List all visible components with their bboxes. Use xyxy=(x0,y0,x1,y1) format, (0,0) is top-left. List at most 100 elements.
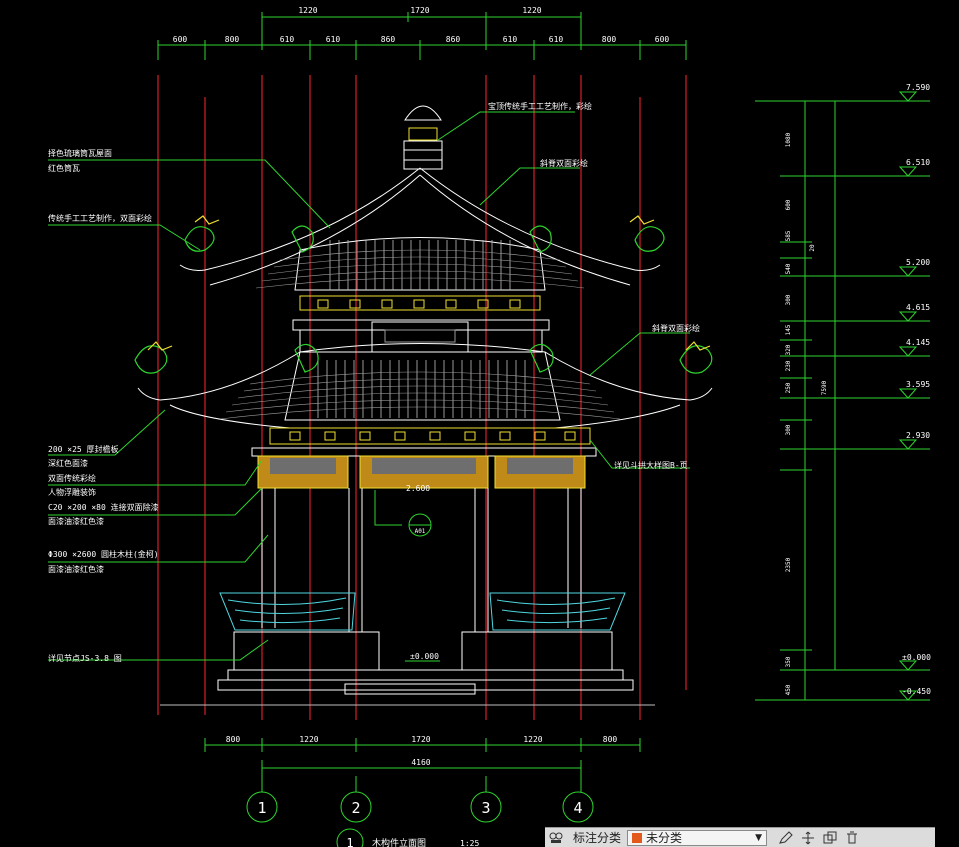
dim-top-2: 1720 xyxy=(410,6,429,15)
level-5200: 5.200 xyxy=(906,258,930,267)
dim-top2-4: 610 xyxy=(326,35,341,44)
upper-bracket-set xyxy=(299,295,541,311)
tile-course xyxy=(231,392,609,406)
level-6510: 6.510 xyxy=(906,158,930,167)
dim-top2-9: 800 xyxy=(602,35,617,44)
dim-bot-total: 4160 xyxy=(411,758,430,767)
category-color-swatch xyxy=(632,832,643,843)
grid-axis-bubbles xyxy=(246,791,594,823)
tile-course xyxy=(249,371,591,385)
frieze-panels xyxy=(251,447,597,489)
level-neg450: -0.450 xyxy=(902,687,931,696)
rdim-3: 585 xyxy=(785,230,792,241)
level-000-center: ±0.000 xyxy=(410,652,439,661)
note-red-paint-1: 面漆油漆红色漆 xyxy=(48,516,104,526)
rdim-9: 250 xyxy=(785,382,792,393)
grid-axis-labels: 1 2 3 4 xyxy=(257,799,582,817)
dim-top2-8: 610 xyxy=(549,35,564,44)
title-number: 1 xyxy=(346,836,353,847)
level-7590: 7.590 xyxy=(906,83,930,92)
annotation-group-icon[interactable] xyxy=(545,829,567,847)
delete-icon[interactable] xyxy=(841,829,863,847)
dim-top2-7: 610 xyxy=(503,35,518,44)
right-annotation-text: 宝顶传统手工工艺制作，彩绘 斜脊双面彩绘 斜脊双面彩绘 详见斗拱大样图B-页 xyxy=(488,101,700,470)
rdim-total: 7590 xyxy=(821,380,828,395)
platform-base xyxy=(160,631,655,706)
note-painting: 双面传统彩绘 xyxy=(48,473,96,483)
dim-bot-4: 1220 xyxy=(523,735,542,744)
rdim-2: 600 xyxy=(785,199,792,210)
dim-top2-1: 600 xyxy=(173,35,188,44)
move-icon[interactable] xyxy=(797,829,819,847)
note-ridge-upper: 斜脊双面彩绘 xyxy=(540,158,588,168)
lower-roof-rafters xyxy=(317,360,526,418)
tile-course xyxy=(267,263,573,275)
rdim-7: 320 xyxy=(785,344,792,355)
edit-pen-icon[interactable] xyxy=(775,829,797,847)
detail-callout: A01 2.600 ±0.000 xyxy=(405,484,440,662)
dim-top2-5: 860 xyxy=(381,35,396,44)
note-column: Φ300 ×2600 圆柱木柱(金柯) xyxy=(48,549,159,559)
dim-top2-3: 610 xyxy=(280,35,295,44)
rdim-1: 1080 xyxy=(785,132,792,147)
note-detail-ref: 详见节点JS-3.8 图 xyxy=(48,653,122,663)
leader-lines xyxy=(48,111,690,661)
rdim-10: 300 xyxy=(785,424,792,435)
chevron-down-icon: ▼ xyxy=(755,832,763,843)
copy-icon[interactable] xyxy=(819,829,841,847)
annotation-category-select[interactable]: 未分类 ▼ xyxy=(627,829,768,846)
right-level-lines xyxy=(755,91,930,701)
category-value: 未分类 xyxy=(646,831,683,845)
upper-frieze xyxy=(292,319,550,353)
dim-top2-10: 600 xyxy=(655,35,670,44)
top-dimension-lines xyxy=(157,12,687,60)
note-roof-tile: 择色琉璃筒瓦屋面 xyxy=(48,148,112,158)
bottom-dimension-text: 800 1220 1720 1220 800 4160 xyxy=(226,735,618,767)
rdim-4: 540 xyxy=(785,263,792,274)
tile-course xyxy=(273,256,567,268)
note-finial: 宝顶传统手工工艺制作，彩绘 xyxy=(488,101,592,111)
axis-4: 4 xyxy=(573,799,582,817)
level-3595: 3.595 xyxy=(906,380,930,389)
lower-bracket-set xyxy=(269,427,591,445)
tile-course xyxy=(279,249,561,261)
level-2600: 2.600 xyxy=(406,484,430,493)
rdim-8: 230 xyxy=(785,360,792,371)
dim-top-1: 1220 xyxy=(298,6,317,15)
lower-roof-tiles xyxy=(219,371,621,420)
note-handcraft: 传统手工工艺制作，双面彩绘 xyxy=(48,213,152,223)
dim-bot-2: 1220 xyxy=(299,735,318,744)
rdim-12: 350 xyxy=(785,656,792,667)
title-scale: 1:25 xyxy=(460,839,479,847)
tile-course xyxy=(225,399,615,413)
tile-course xyxy=(219,406,621,420)
dim-bot-5: 800 xyxy=(603,735,618,744)
rdim-13: 450 xyxy=(785,684,792,695)
note-relief: 人物浮雕装饰 xyxy=(48,487,96,497)
upper-roof-rafters xyxy=(329,240,511,290)
level-4615: 4.615 xyxy=(906,303,930,312)
rdim-mid-mark: 20 xyxy=(809,244,816,252)
level-000: ±0.000 xyxy=(902,653,931,662)
note-c20: C20 ×200 ×80 连接双面除漆 xyxy=(48,502,159,512)
dim-bot-3: 1720 xyxy=(411,735,430,744)
note-ridge-lower: 斜脊双面彩绘 xyxy=(652,323,700,333)
title-text: 木构件立面图 xyxy=(372,837,426,847)
tile-course xyxy=(243,378,597,392)
dim-top2-2: 800 xyxy=(225,35,240,44)
left-annotation-text: 择色琉璃筒瓦屋面 红色筒瓦 传统手工工艺制作，双面彩绘 200 ×25 厚封檐板… xyxy=(48,148,159,663)
right-level-text: 7.590 6.510 5.200 4.615 4.145 3.595 2.93… xyxy=(902,83,931,696)
drawing-title: 1 木构件立面图 1:25 xyxy=(336,828,479,847)
benches xyxy=(219,592,626,631)
tile-course xyxy=(261,270,579,282)
level-4145: 4.145 xyxy=(906,338,930,347)
tile-course xyxy=(255,277,585,289)
top-dimension-text: 1220 1720 1220 600 800 610 610 860 860 6… xyxy=(173,6,670,44)
axis-1: 1 xyxy=(257,799,266,817)
axis-3: 3 xyxy=(481,799,490,817)
rdim-6: 145 xyxy=(785,324,792,335)
roof-finial xyxy=(403,105,443,170)
rdim-5: 300 xyxy=(785,294,792,305)
dim-top-3: 1220 xyxy=(522,6,541,15)
